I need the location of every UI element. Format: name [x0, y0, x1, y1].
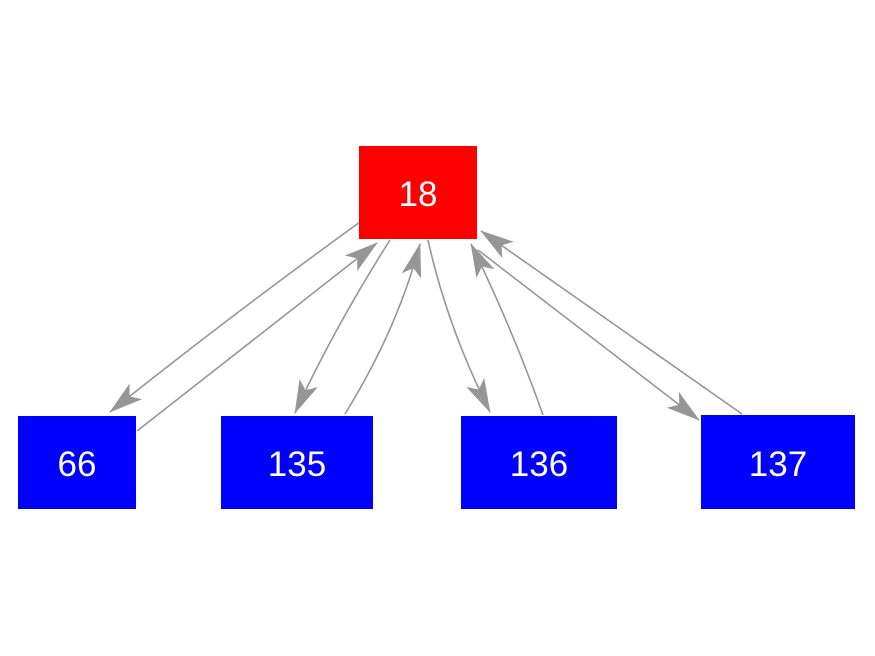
edge-18-to-136: [427, 239, 491, 413]
node-child-box: [18, 416, 136, 509]
edge-66-to-18: [136, 242, 378, 432]
node-root-label: 18: [399, 175, 438, 214]
edge-135-to-18: [344, 243, 422, 415]
edge-18-to-137: [477, 249, 700, 421]
node-child-label: 137: [749, 445, 807, 484]
node-child-box: [701, 415, 855, 509]
edge-18-to-66: [109, 221, 361, 413]
node-child-box: [221, 416, 373, 509]
node-child-label: 135: [268, 445, 326, 484]
edge-18-to-135: [294, 239, 391, 414]
node-child-label: 136: [510, 445, 568, 484]
edge-136-to-18: [470, 243, 544, 416]
node-child-135: 135: [221, 416, 373, 509]
edge-137-to-18: [480, 230, 743, 415]
node-root: 18: [359, 146, 477, 239]
node-child-66: 66: [18, 416, 136, 509]
node-child-137: 137: [701, 415, 855, 509]
node-child-label: 66: [58, 445, 97, 484]
edge-layer: [109, 221, 743, 432]
node-child-box: [461, 416, 617, 509]
node-child-136: 136: [461, 416, 617, 509]
node-root-box: [359, 146, 477, 239]
